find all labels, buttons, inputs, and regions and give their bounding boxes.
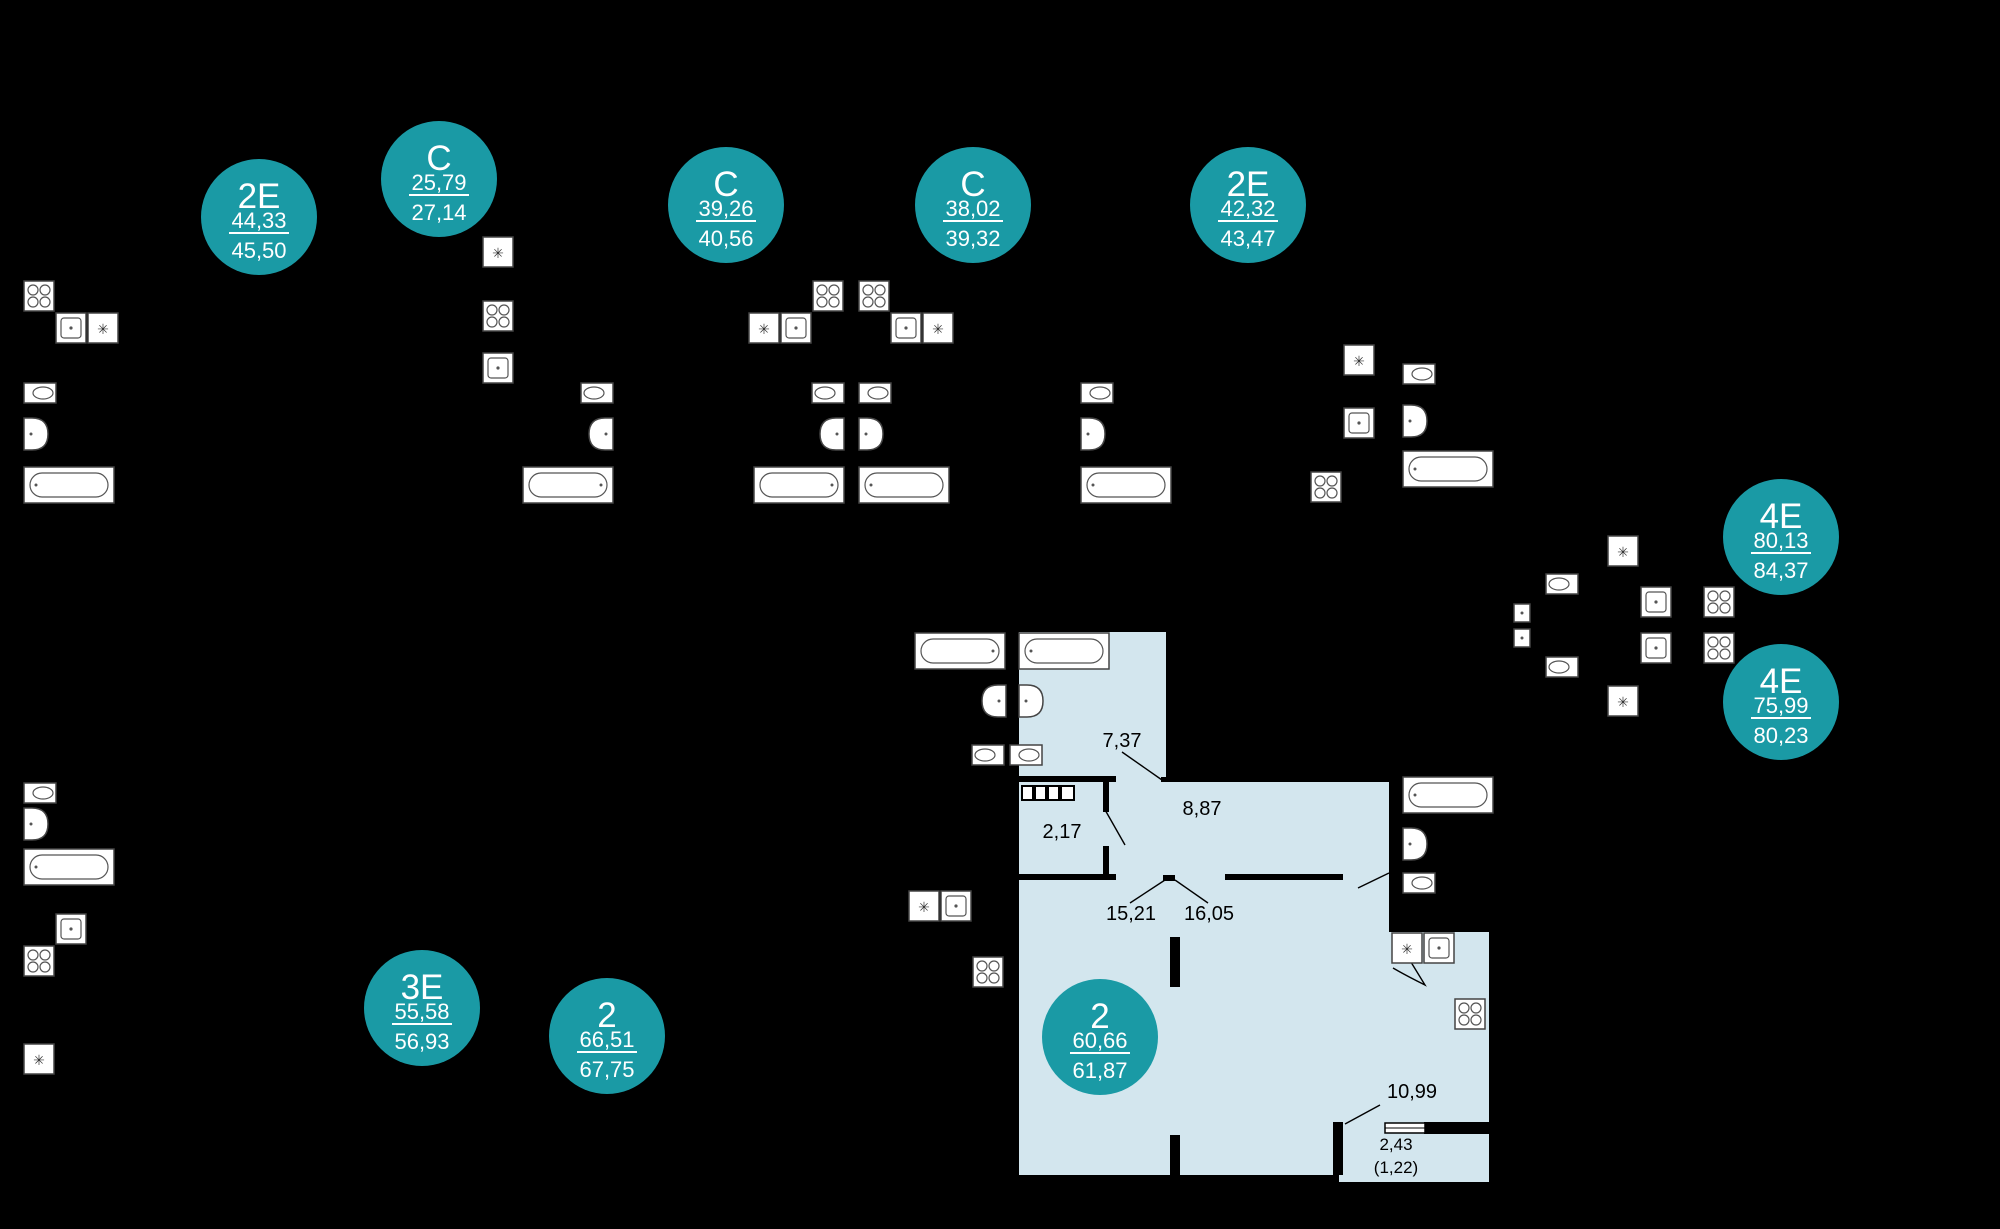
- unit-type: C: [426, 139, 451, 178]
- unit-type: 2E: [1227, 165, 1270, 204]
- unit-type: 2: [1090, 997, 1109, 1036]
- unit-area-total: 67,75: [579, 1057, 634, 1082]
- unit-area-living: 60,66: [1072, 1028, 1127, 1053]
- unit-badge-u10[interactable]: 2 60,66 61,87: [1042, 979, 1158, 1095]
- unit-area-living: 80,13: [1753, 528, 1808, 553]
- badge-circle: [915, 147, 1031, 263]
- unit-type: C: [960, 165, 985, 204]
- badge-circle: [1190, 147, 1306, 263]
- unit-area-total: 27,14: [411, 200, 466, 225]
- wall: [1225, 874, 1343, 880]
- unit-area-living: 38,02: [945, 196, 1000, 221]
- shelving-icon: [1021, 785, 1075, 801]
- badge-circle: [1723, 479, 1839, 595]
- svg-text:✳: ✳: [1401, 942, 1413, 958]
- unit-area-total: 43,47: [1220, 226, 1275, 251]
- toilet-icon: [23, 363, 1579, 894]
- unit-type: C: [713, 165, 738, 204]
- wall: [1163, 875, 1175, 881]
- svg-text:✳: ✳: [33, 1053, 45, 1069]
- badge-circle: [668, 147, 784, 263]
- unit-area-living: 42,32: [1220, 196, 1275, 221]
- sink-icon: [55, 312, 1672, 964]
- svg-text:✳: ✳: [97, 322, 109, 338]
- badge-circle: [201, 159, 317, 275]
- badge-circle: [549, 978, 665, 1094]
- unit-badge-u1[interactable]: 2E 44,33 45,50: [201, 159, 317, 275]
- bathtub-icon: [23, 450, 1494, 886]
- unit-badge-u6[interactable]: 4E 80,13 84,37: [1723, 479, 1839, 595]
- room-living: [1173, 877, 1339, 1175]
- unit-area-total: 84,37: [1753, 558, 1808, 583]
- wall: [1170, 937, 1180, 987]
- unit-area-living: 66,51: [579, 1027, 634, 1052]
- unit-area-living: 44,33: [231, 208, 286, 233]
- badge-circle: [364, 950, 480, 1066]
- svg-text:✳: ✳: [492, 246, 504, 262]
- stove-icon: [23, 280, 1735, 1030]
- room-area-balcony: 2,43: [1379, 1135, 1412, 1154]
- svg-text:✳: ✳: [758, 322, 770, 338]
- unit-area-total: 56,93: [394, 1029, 449, 1054]
- room-kitchen: [1339, 932, 1489, 1182]
- wall: [1016, 776, 1116, 782]
- room-area-balcony-reduced: (1,22): [1374, 1158, 1418, 1177]
- unit-area-living: 25,79: [411, 170, 466, 195]
- wall: [1333, 1122, 1343, 1175]
- wall: [1170, 1135, 1180, 1175]
- unit-badge-u4[interactable]: C 38,02 39,32: [915, 147, 1031, 263]
- unit-area-living: 55,58: [394, 999, 449, 1024]
- unit-type: 2E: [238, 177, 281, 216]
- wall: [1103, 846, 1109, 876]
- wall: [1103, 782, 1109, 812]
- wall: [1161, 777, 1166, 782]
- unit-area-total: 80,23: [1753, 723, 1808, 748]
- washbasin-icon: [23, 404, 1531, 861]
- unit-type: 4E: [1760, 497, 1803, 536]
- room-area-closet: 2,17: [1043, 821, 1082, 843]
- svg-text:✳: ✳: [1617, 545, 1629, 561]
- unit-badge-u5[interactable]: 2E 42,32 43,47: [1190, 147, 1306, 263]
- unit-area-total: 40,56: [698, 226, 753, 251]
- svg-text:✳: ✳: [1353, 354, 1365, 370]
- unit-type: 4E: [1760, 662, 1803, 701]
- unit-type: 2: [597, 996, 616, 1035]
- unit-badge-u9[interactable]: 2 66,51 67,75: [549, 978, 665, 1094]
- unit-type: 3E: [401, 968, 444, 1007]
- unit-area-living: 39,26: [698, 196, 753, 221]
- washer-icon: ✳ ✳ ✳ ✳ ✳ ✳ ✳ ✳ ✳ ✳: [23, 236, 1639, 1075]
- room-kitchen-corridor: [1339, 877, 1389, 937]
- wall: [1016, 874, 1116, 880]
- room-area-bedroom: 15,21: [1106, 903, 1156, 925]
- unit-badge-u8[interactable]: 3E 55,58 56,93: [364, 950, 480, 1066]
- unit-area-total: 61,87: [1072, 1058, 1127, 1083]
- unit-badge-u2[interactable]: C 25,79 27,14: [381, 121, 497, 237]
- highlighted-apartment[interactable]: 7,37 8,87 2,17 15,21 16,05 10,99 2,43 (1…: [1016, 632, 1489, 1182]
- svg-text:✳: ✳: [932, 322, 944, 338]
- badge-circle: [1723, 644, 1839, 760]
- room-area-kitchen: 10,99: [1387, 1081, 1437, 1103]
- unit-area-living: 75,99: [1753, 693, 1808, 718]
- wall: [1424, 1122, 1489, 1134]
- room-area-living: 16,05: [1184, 903, 1234, 925]
- badge-circle: [381, 121, 497, 237]
- unit-area-total: 45,50: [231, 238, 286, 263]
- unit-area-total: 39,32: [945, 226, 1000, 251]
- room-area-hall: 8,87: [1183, 798, 1222, 820]
- badge-circle: [1042, 979, 1158, 1095]
- svg-text:✳: ✳: [918, 900, 930, 916]
- svg-text:✳: ✳: [1617, 695, 1629, 711]
- unit-badge-u7[interactable]: 4E 75,99 80,23: [1723, 644, 1839, 760]
- room-area-bathroom: 7,37: [1103, 730, 1142, 752]
- unit-badge-u3[interactable]: C 39,26 40,56: [668, 147, 784, 263]
